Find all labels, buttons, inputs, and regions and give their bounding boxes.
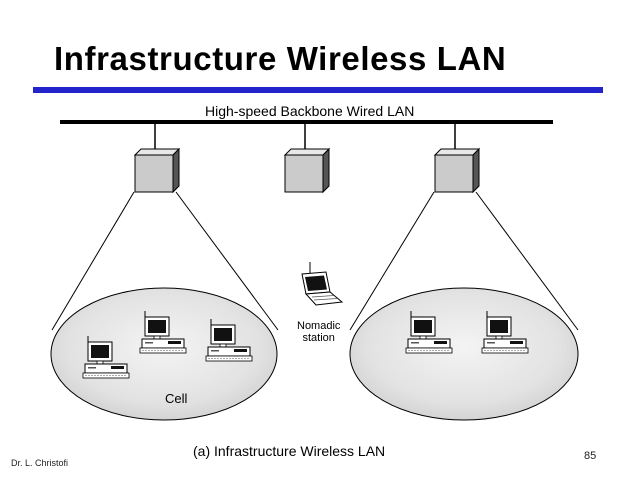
coverage-line: [51, 191, 135, 331]
page-number: 85: [584, 450, 597, 462]
coverage-line: [349, 191, 435, 331]
cell-label: Cell: [165, 391, 188, 406]
backbone-label: High-speed Backbone Wired LAN: [205, 103, 415, 119]
figure-caption: (a) Infrastructure Wireless LAN: [193, 443, 386, 459]
nomadic-station-label: Nomadic station: [297, 320, 340, 344]
nomadic-station-laptop: [301, 262, 344, 306]
footer-author: Dr. L. Christofi: [11, 458, 69, 468]
cell-right: [349, 287, 579, 421]
access-point-right: [434, 148, 480, 193]
coverage-line: [475, 191, 579, 331]
cell-left: [50, 287, 278, 421]
coverage-line: [175, 191, 279, 331]
nomadic-label-line2: station: [302, 332, 335, 344]
title-underline: [33, 87, 603, 93]
access-point-left: [134, 148, 180, 193]
nomadic-label-line1: Nomadic: [297, 320, 341, 332]
access-point-middle: [284, 148, 330, 193]
slide-title: Infrastructure Wireless LAN: [54, 40, 507, 77]
